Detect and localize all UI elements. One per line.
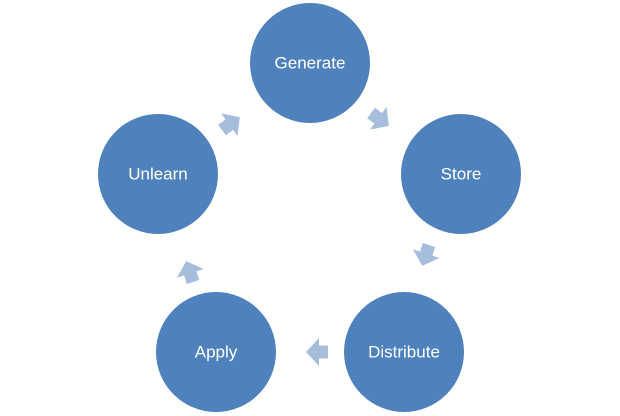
node-apply-label: Apply	[195, 343, 238, 362]
node-store-circle	[401, 114, 521, 234]
node-generate-label: Generate	[275, 54, 346, 73]
cycle-arrows	[176, 106, 440, 366]
node-distribute-circle	[344, 292, 464, 412]
node-unlearn-label: Unlearn	[128, 165, 188, 184]
node-distribute: Distribute	[344, 292, 464, 412]
node-apply: Apply	[156, 292, 276, 412]
node-store: Store	[401, 114, 521, 234]
node-unlearn-circle	[98, 114, 218, 234]
node-generate-circle	[250, 3, 370, 123]
arrow-generate-to-store	[367, 106, 389, 130]
arrow-distribute-to-apply	[306, 338, 328, 366]
arrow-apply-to-unlearn	[176, 261, 204, 285]
node-store-label: Store	[441, 165, 482, 184]
node-apply-circle	[156, 292, 276, 412]
arrow-unlearn-to-generate	[218, 113, 240, 137]
arrow-store-to-distribute	[412, 242, 440, 266]
node-generate: Generate	[250, 3, 370, 123]
node-unlearn: Unlearn	[98, 114, 218, 234]
node-distribute-label: Distribute	[368, 343, 440, 362]
